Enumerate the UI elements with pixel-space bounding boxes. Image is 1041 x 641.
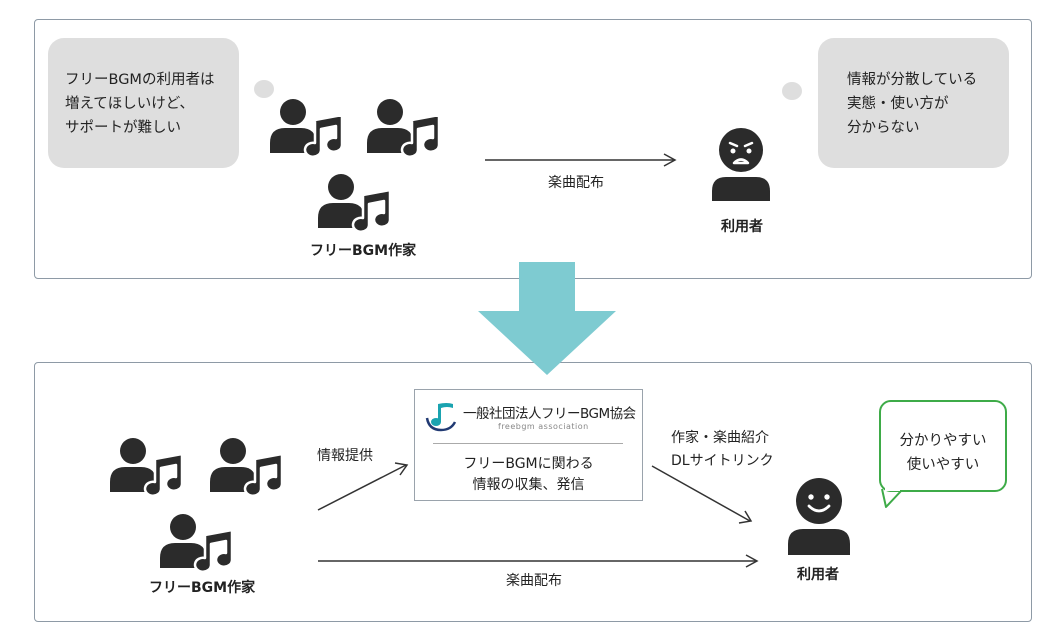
distribution-arrow [485, 153, 677, 167]
association-desc-line: 情報の収集、発信 [472, 477, 585, 493]
speech-tail [881, 488, 903, 508]
association-name: 一般社団法人フリーBGM協会 [463, 406, 636, 422]
speech-tail-mask [885, 486, 900, 491]
person-music-icon [316, 172, 392, 234]
creators-label: フリーBGM作家 [149, 580, 256, 596]
creators-label: フリーBGM作家 [310, 243, 417, 259]
person-music-icon [208, 436, 284, 498]
bubble-line: 使いやすい [906, 457, 980, 473]
distribution-arrow [318, 554, 759, 568]
distribution-label: 楽曲配布 [506, 573, 562, 589]
divider [433, 443, 623, 444]
person-music-icon [108, 436, 184, 498]
bubble-line: 実態・使い方が [847, 96, 949, 112]
thought-dot [254, 80, 274, 98]
worried-person-icon [712, 128, 770, 201]
user-speech-bubble: 分かりやすい 使いやすい [879, 400, 1007, 492]
user-label: 利用者 [797, 567, 839, 583]
link-label-line: DLサイトリンク [671, 453, 774, 469]
link-label-line: 作家・楽曲紹介 [671, 430, 769, 446]
thought-dot [782, 82, 802, 100]
association-logo-icon [425, 403, 457, 432]
link-arrow [651, 465, 753, 524]
bubble-line: サポートが難しい [65, 120, 181, 136]
bubble-line: フリーBGMの利用者は [65, 72, 215, 88]
distribution-label: 楽曲配布 [548, 175, 604, 191]
person-music-icon [268, 97, 344, 159]
association-subtitle: freebgm association [498, 422, 589, 431]
info-provide-label: 情報提供 [317, 448, 373, 464]
association-box: 一般社団法人フリーBGM協会 freebgm association フリーBG… [414, 389, 643, 501]
person-music-icon [365, 97, 441, 159]
user-thought-bubble: 情報が分散している 実態・使い方が 分からない [818, 38, 1009, 168]
bubble-line: 分からない [847, 120, 920, 136]
person-music-icon [158, 512, 234, 574]
smiling-person-icon [788, 478, 850, 555]
user-label: 利用者 [721, 219, 763, 235]
bubble-line: 増えてほしいけど、 [65, 96, 195, 112]
info-provide-arrow [317, 462, 409, 511]
association-desc-line: フリーBGMに関わる [463, 456, 594, 472]
arrow-down-icon [478, 262, 616, 375]
creator-thought-bubble: フリーBGMの利用者は 増えてほしいけど、 サポートが難しい [48, 38, 239, 168]
bubble-line: 分かりやすい [899, 433, 987, 449]
bubble-line: 情報が分散している [847, 72, 978, 88]
